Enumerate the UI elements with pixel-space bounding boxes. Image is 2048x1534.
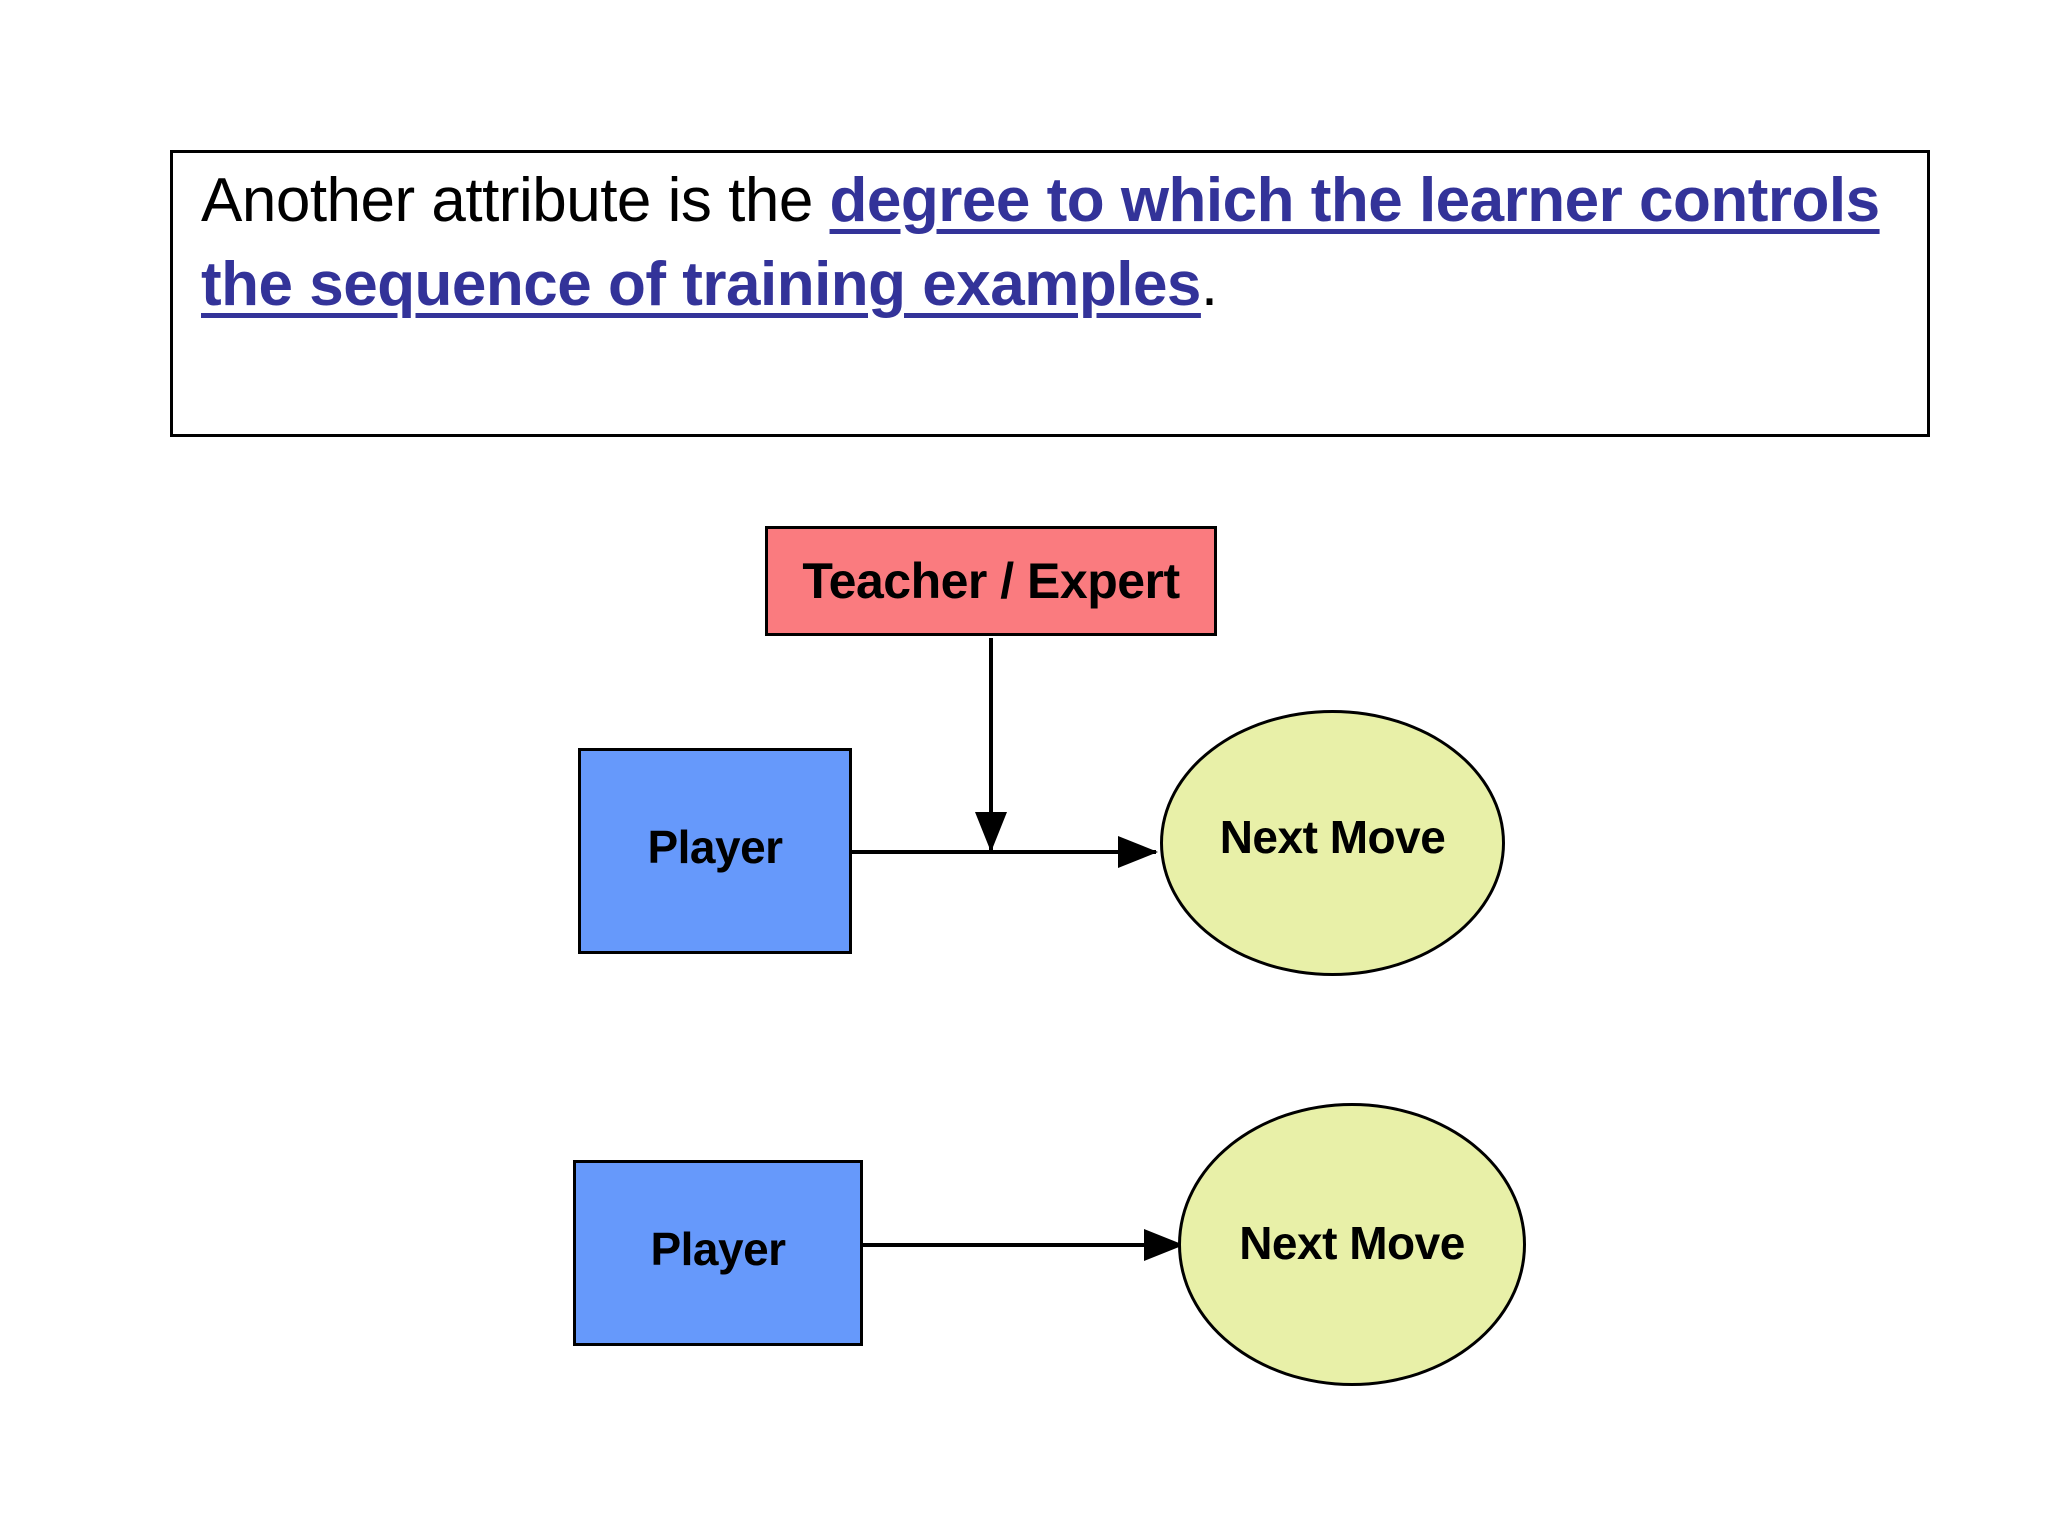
statement-box: Another attribute is the degree to which… (170, 150, 1930, 437)
node-teacher-expert[interactable]: Teacher / Expert (765, 526, 1217, 636)
statement-highlight-text: degree to which the learner controls the… (201, 166, 1880, 319)
node-player-row2[interactable]: Player (573, 1160, 863, 1346)
statement-text: Another attribute is the degree to which… (201, 159, 1901, 327)
node-next-move-row2[interactable]: Next Move (1178, 1103, 1526, 1386)
node-teacher-expert-label: Teacher / Expert (802, 553, 1180, 609)
node-player-row1-label: Player (647, 821, 783, 873)
statement-trailing-text: . (1200, 250, 1218, 319)
node-next-move-row2-label: Next Move (1239, 1216, 1465, 1269)
node-player-row2-label: Player (650, 1223, 786, 1275)
node-next-move-row1-label: Next Move (1219, 811, 1446, 863)
node-next-move-row1[interactable]: Next Move (1160, 710, 1505, 976)
node-player-row1[interactable]: Player (578, 748, 852, 954)
statement-lead-text: Another attribute is the (201, 166, 830, 235)
